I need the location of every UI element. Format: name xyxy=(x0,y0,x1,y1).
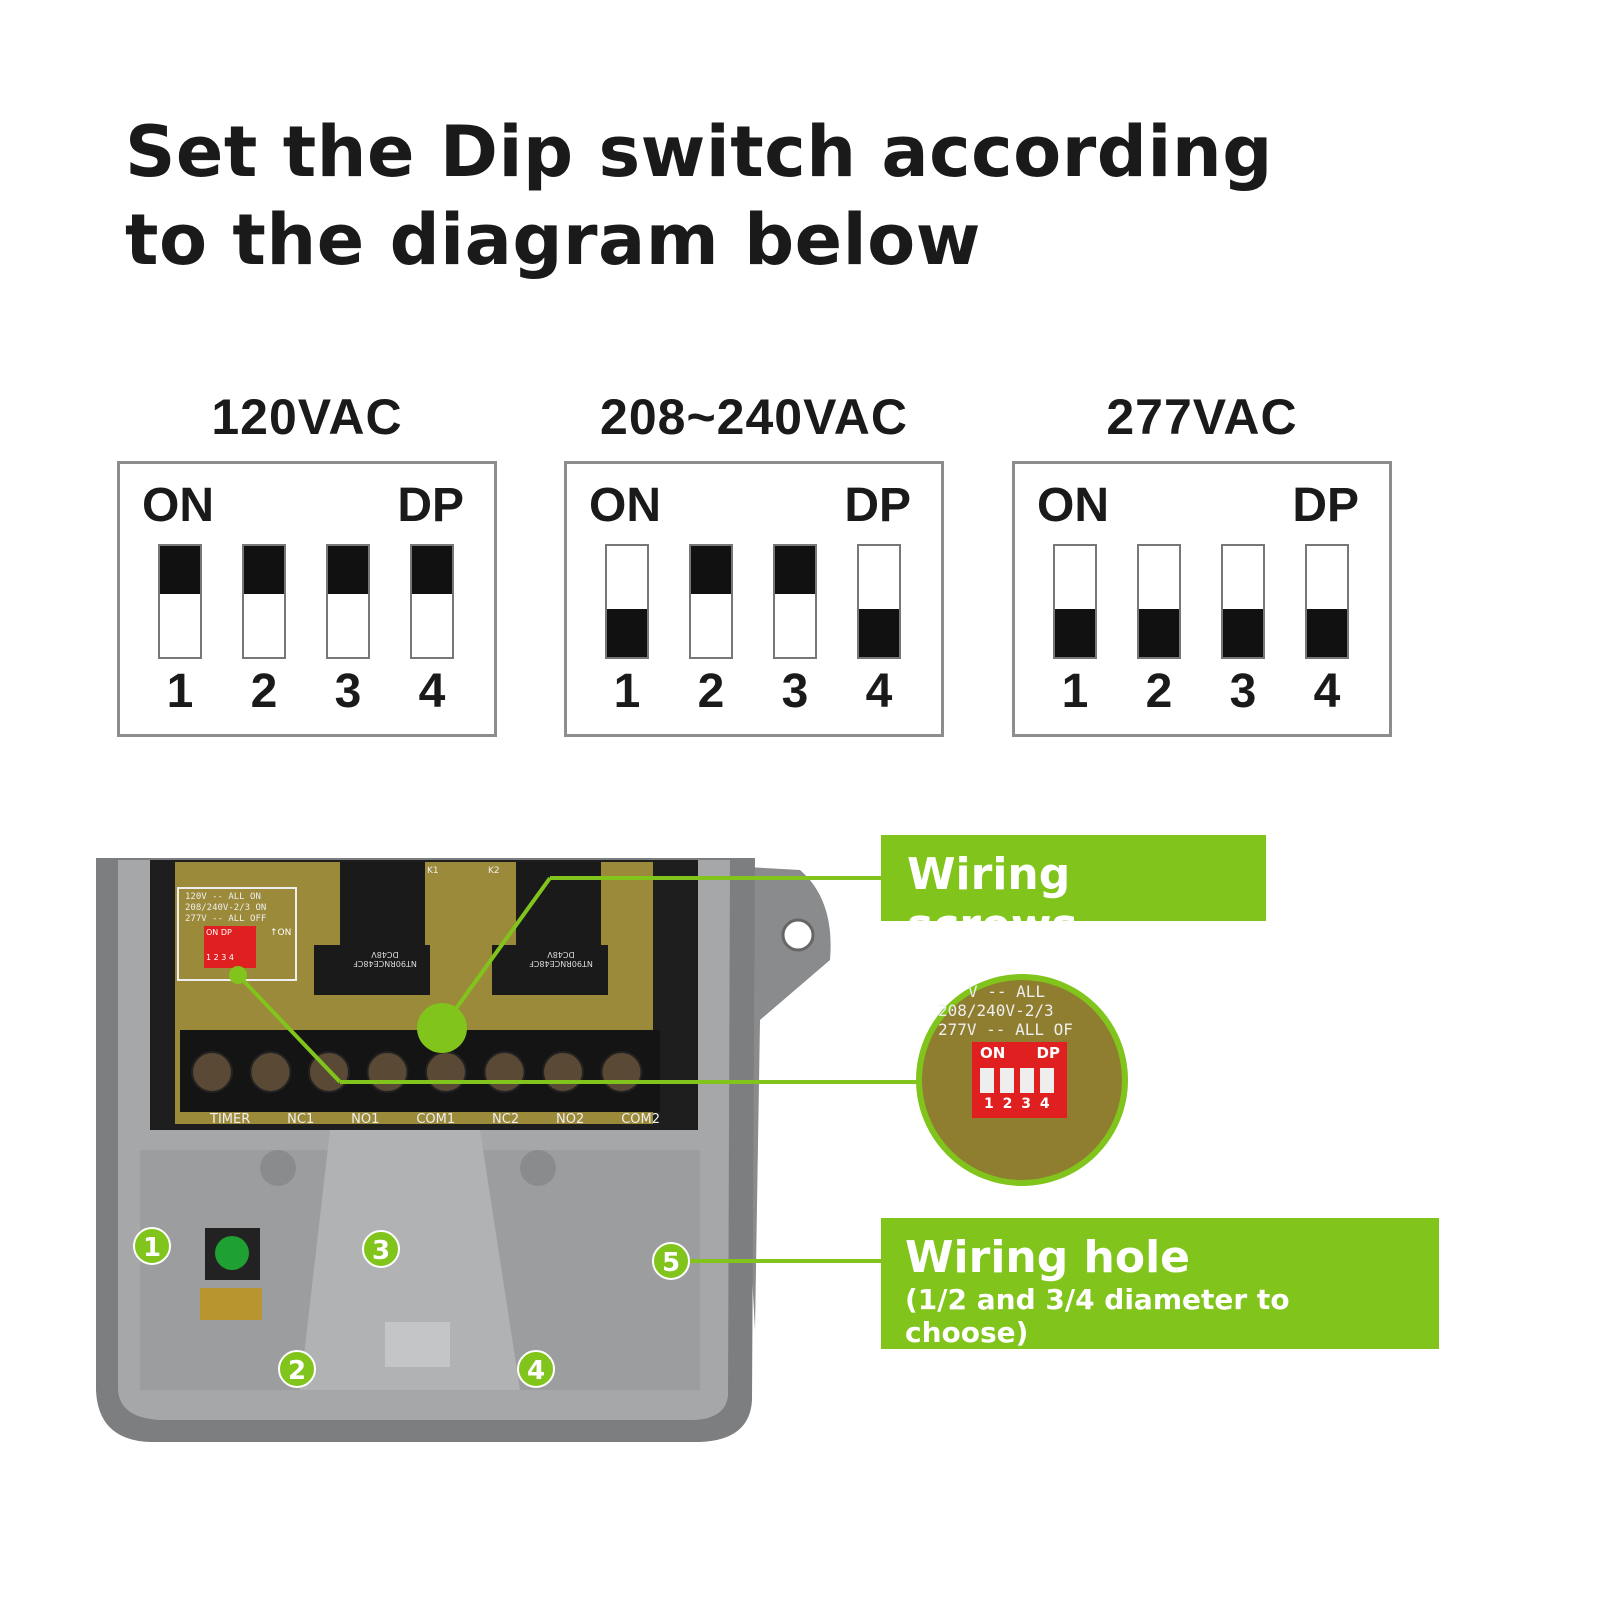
terminal-label: TIMER xyxy=(210,1112,251,1127)
switch-number: 2 xyxy=(697,665,725,718)
switch-number: 3 xyxy=(1229,665,1257,718)
terminal-screw xyxy=(191,1051,233,1093)
dp-label: DP xyxy=(397,479,464,532)
dip-switch-3 xyxy=(1221,544,1265,659)
terminal-label: NC2 xyxy=(492,1112,520,1127)
switch-number: 3 xyxy=(781,665,809,718)
dip-switch-2 xyxy=(689,544,733,659)
terminal-screw xyxy=(483,1051,526,1093)
page-title: Set the Dip switch according to the diag… xyxy=(125,111,1273,281)
dip-switch-1 xyxy=(1053,544,1097,659)
switch-knob xyxy=(1307,609,1347,657)
badge-1: 1 xyxy=(133,1227,171,1265)
on-label: ON xyxy=(589,479,661,532)
dip-panel: ON DP 1 2 3 4 xyxy=(564,461,944,737)
dp-label: DP xyxy=(1292,479,1359,532)
dip-panel: ON DP 1 2 3 4 xyxy=(1012,461,1392,737)
switch-knob xyxy=(1223,609,1263,657)
voltage-label: 277VAC xyxy=(1106,389,1298,445)
terminal-label: NC1 xyxy=(287,1112,315,1127)
switch-knob xyxy=(412,546,452,594)
dip-switch-4 xyxy=(410,544,454,659)
switch-knob xyxy=(328,546,368,594)
switch-number: 2 xyxy=(1145,665,1173,718)
switch-number: 1 xyxy=(613,665,641,718)
badge-2: 2 xyxy=(278,1350,316,1388)
switch-number: 1 xyxy=(166,665,194,718)
terminal-label: NO2 xyxy=(556,1112,585,1127)
switch-knob xyxy=(691,546,731,594)
dip-switch-1 xyxy=(605,544,649,659)
badge-4: 4 xyxy=(517,1350,555,1388)
terminal-label: COM2 xyxy=(621,1112,660,1127)
switch-number: 1 xyxy=(1061,665,1089,718)
terminal-screw xyxy=(600,1051,643,1093)
dip-switch-4 xyxy=(1305,544,1349,659)
wiring-screws-callout: Wiring screws xyxy=(881,835,1266,951)
switch-number: 4 xyxy=(418,665,446,718)
pcb-arrow-on: ↑ON xyxy=(270,928,292,938)
switch-number: 4 xyxy=(865,665,893,718)
voltage-label: 120VAC xyxy=(211,389,403,445)
terminal-screw xyxy=(542,1051,584,1093)
dip-panel: ON DP 1 2 3 4 xyxy=(117,461,497,737)
pcb-legend: 120V -- ALL ON 208/240V-2/3 ON 277V -- A… xyxy=(185,892,267,924)
on-label: ON xyxy=(1037,479,1109,532)
switch-number: 2 xyxy=(250,665,278,718)
terminal-screw xyxy=(366,1051,409,1093)
terminal-labels: TIMER NC1 NO1 COM1 NC2 NO2 COM2 xyxy=(210,1112,660,1127)
relay-k1-label: K1 xyxy=(427,866,439,876)
badge-3: 3 xyxy=(362,1230,400,1268)
switch-number: 3 xyxy=(334,665,362,718)
switch-knob xyxy=(775,546,815,594)
terminal-label: NO1 xyxy=(351,1112,380,1127)
dip-switch-3 xyxy=(326,544,370,659)
switch-knob xyxy=(1055,609,1095,657)
badge-5: 5 xyxy=(652,1242,690,1280)
relay-k2-label: K2 xyxy=(488,866,500,876)
dp-label: DP xyxy=(844,479,911,532)
switch-knob xyxy=(1139,609,1179,657)
dip-switch-1 xyxy=(158,544,202,659)
switch-knob xyxy=(607,609,647,657)
terminal-label: COM1 xyxy=(416,1112,456,1127)
switch-knob xyxy=(160,546,200,594)
switch-knob xyxy=(244,546,284,594)
dip-switch-3 xyxy=(773,544,817,659)
switch-number: 4 xyxy=(1313,665,1341,718)
terminal-screw xyxy=(425,1051,467,1093)
dip-switch-2 xyxy=(242,544,286,659)
zoom-inset-text: V -- ALL 208/240V-2/3 277V -- ALL OF xyxy=(938,982,1073,1039)
switch-knob xyxy=(859,609,899,657)
dip-switch-2 xyxy=(1137,544,1181,659)
wiring-hole-callout: Wiring hole (1/2 and 3/4 diameter to cho… xyxy=(881,1218,1439,1349)
on-label: ON xyxy=(142,479,214,532)
terminal-screw xyxy=(249,1051,292,1093)
dip-switch-4 xyxy=(857,544,901,659)
voltage-label: 208~240VAC xyxy=(600,389,908,445)
